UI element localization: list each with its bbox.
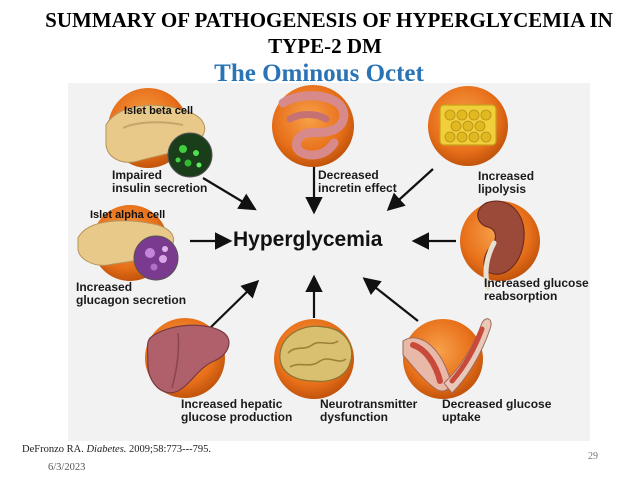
islet-alpha-cell-tag: Islet alpha cell <box>90 209 166 221</box>
kidney-icon <box>460 200 540 291</box>
slide-subtitle: The Ominous Octet <box>214 60 424 87</box>
liver-icon <box>145 318 230 398</box>
ominous-octet-diagram: Hyperglycemia Islet beta cell Islet alph… <box>68 83 590 441</box>
label-impaired-insulin-secretion: Impaired insulin secretion <box>112 168 208 195</box>
citation: DeFronzo RA. Diabetes. 2009;58:773---795… <box>22 444 211 455</box>
slide-title-line2: TYPE-2 DM <box>268 34 382 58</box>
intestine-icon <box>272 85 354 167</box>
citation-details: 2009;58:773---795. <box>126 444 211 455</box>
arrow-liver <box>210 279 260 328</box>
label-increased-lipolysis: Increased lipolysis <box>478 169 535 196</box>
hyperglycemia-label: Hyperglycemia <box>233 228 383 251</box>
diagram-graphics <box>77 85 540 399</box>
arrow-lipolysis <box>386 168 434 211</box>
adipose-tissue-icon <box>428 86 508 166</box>
islet-beta-cell-tag: Islet beta cell <box>124 105 194 117</box>
citation-journal: Diabetes. <box>86 444 127 455</box>
label-increased-hepatic-glucose-production: Increased hepatic glucose production <box>181 397 293 424</box>
arrow-muscle <box>362 277 419 322</box>
label-decreased-glucose-uptake: Decreased glucose uptake <box>442 397 552 424</box>
slide-title-line1: SUMMARY OF PATHOGENESIS OF HYPERGLYCEMIA… <box>45 8 613 32</box>
muscle-icon <box>402 318 492 399</box>
label-neurotransmitter-dysfunction: Neurotransmitter dysfunction <box>320 397 418 424</box>
label-increased-glucagon-secretion: Increased glucagon secretion <box>76 280 187 307</box>
arrow-beta <box>202 177 257 211</box>
brain-icon <box>274 319 354 399</box>
pancreas-alpha-cell-icon <box>77 205 179 281</box>
arrows <box>190 167 456 328</box>
citation-author: DeFronzo RA. <box>22 444 87 455</box>
label-decreased-incretin-effect: Decreased incretin effect <box>318 168 397 195</box>
page-number: 29 <box>588 451 598 462</box>
label-increased-glucose-reabsorption: Increased glucose reabsorption <box>484 276 589 303</box>
slide-date: 6/3/2023 <box>48 462 86 473</box>
pancreas-beta-cell-icon <box>105 88 213 178</box>
